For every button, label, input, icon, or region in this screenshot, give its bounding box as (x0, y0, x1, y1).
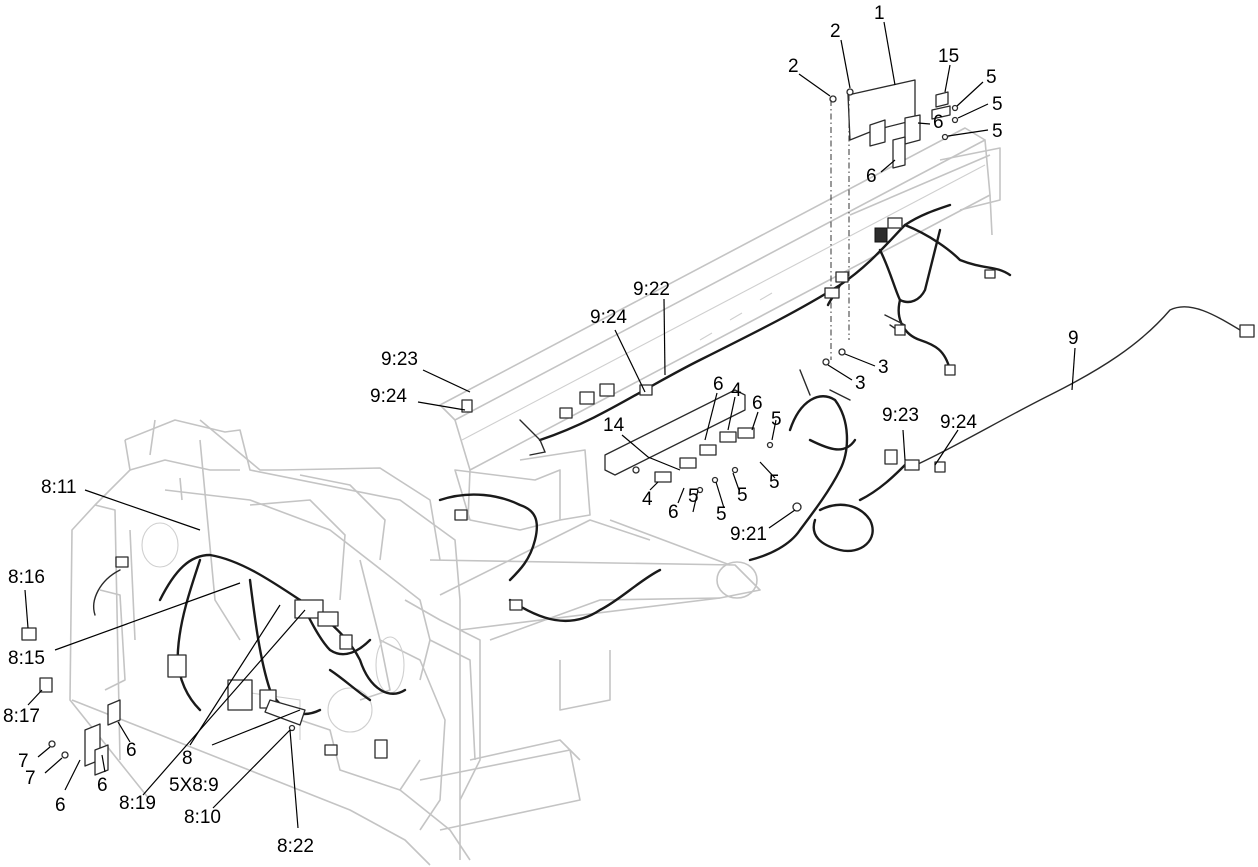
rear-wire-harness (461, 203, 1012, 456)
callout-9-24: 9:24 (940, 412, 977, 433)
callout-9-23: 9:23 (381, 349, 418, 370)
callout-9: 9 (1068, 328, 1079, 349)
callout-9-24: 9:24 (590, 307, 627, 328)
callout-4: 4 (642, 489, 653, 510)
callout-6: 6 (126, 740, 137, 761)
callout-6: 6 (866, 166, 877, 187)
callout-5x8-9: 5X8:9 (169, 775, 219, 796)
callout-14: 14 (603, 415, 625, 436)
tractor-frame-outline (69, 127, 1001, 866)
callout-5: 5 (716, 504, 727, 525)
callout-8-10: 8:10 (184, 807, 221, 828)
callout-6: 6 (713, 374, 724, 395)
callout-9-22: 9:22 (633, 279, 670, 300)
callout-6: 6 (933, 112, 944, 133)
callout-8: 8 (182, 748, 193, 769)
callout-6: 6 (752, 393, 763, 414)
callout-6: 6 (668, 502, 679, 523)
callout-8-15: 8:15 (8, 648, 45, 669)
callout-2: 2 (830, 21, 841, 42)
callout-5: 5 (986, 67, 997, 88)
relay-mount-plate (604, 389, 774, 494)
callout-9-21: 9:21 (730, 524, 767, 545)
callout-6: 6 (97, 775, 108, 796)
callout-5: 5 (992, 121, 1003, 142)
callout-5: 5 (769, 472, 780, 493)
callout-8-22: 8:22 (277, 836, 314, 857)
callout-5: 5 (737, 485, 748, 506)
callout-3: 3 (878, 357, 889, 378)
callout-7: 7 (25, 768, 36, 789)
callout-5: 5 (688, 486, 699, 507)
callout-labels: 1 2 2 15 5 5 5 6 6 3 3 9 9:22 9:24 9:23 … (3, 3, 1079, 857)
callout-6: 6 (55, 795, 66, 816)
callout-7: 7 (18, 751, 29, 772)
callout-1: 1 (874, 3, 885, 24)
callout-2: 2 (788, 56, 799, 77)
callout-leader-lines (24, 21, 1076, 829)
callout-8-16: 8:16 (8, 567, 45, 588)
callout-9-23: 9:23 (882, 405, 919, 426)
long-wire-harness (748, 306, 1255, 562)
callout-5: 5 (992, 94, 1003, 115)
callout-8-19: 8:19 (119, 793, 156, 814)
mounting-bracket-assembly (822, 79, 959, 366)
callout-8-17: 8:17 (3, 706, 40, 727)
callout-8-11: 8:11 (41, 477, 77, 498)
callout-4: 4 (731, 380, 742, 401)
callout-3: 3 (855, 373, 866, 394)
callout-9-24: 9:24 (370, 386, 407, 407)
callout-15: 15 (938, 46, 959, 67)
front-wire-harness (21, 493, 662, 776)
callout-5: 5 (771, 409, 782, 430)
